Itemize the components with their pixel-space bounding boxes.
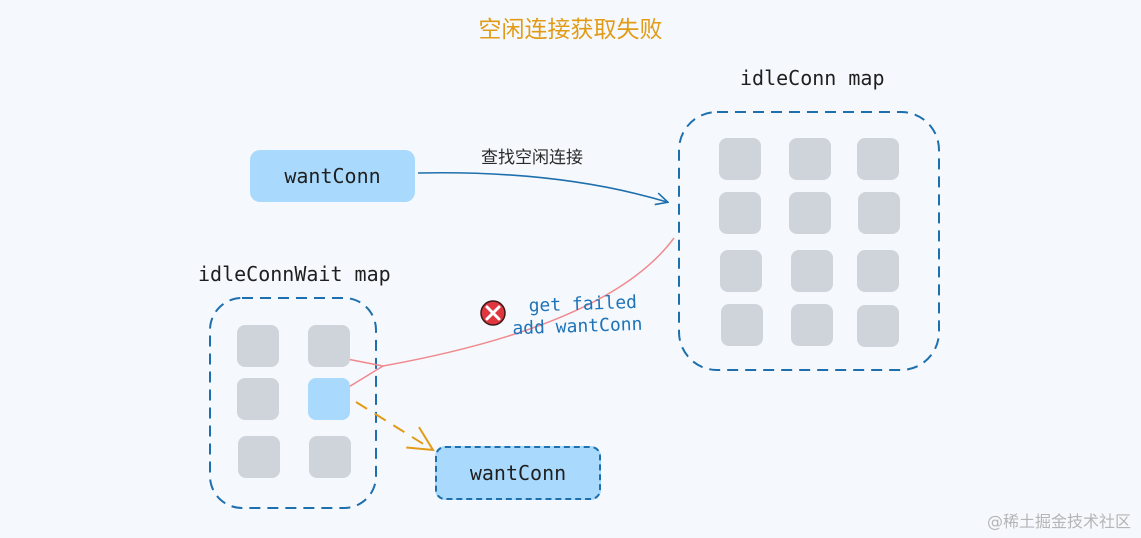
idle-conn-cell (720, 250, 762, 292)
watermark: @稀土掘金技术社区 (986, 512, 1131, 531)
idle-conn-cell (857, 250, 899, 292)
fail-note-line-2: add wantConn (512, 313, 643, 340)
idle-conn-wait-cell (237, 378, 279, 420)
idle-conn-cell (857, 138, 899, 180)
idle-conn-cell (721, 304, 763, 346)
idle-conn-map-container (678, 111, 940, 371)
idle-conn-wait-cell (309, 436, 351, 478)
idle-conn-cell (791, 304, 833, 346)
idle-conn-wait-cell (308, 325, 350, 367)
lookup-edge-label: 查找空闲连接 (481, 148, 583, 168)
lookup-arrow (417, 171, 667, 202)
close-circle-icon (480, 300, 506, 326)
fail-note: get failed add wantConn (511, 292, 643, 341)
idle-conn-map-label: idleConn map (740, 66, 885, 90)
want-conn-node-top: wantConn (250, 150, 415, 202)
want-conn-node-bottom-label: wantConn (469, 461, 567, 485)
idle-conn-wait-map-container (209, 297, 377, 509)
idle-conn-wait-map-label: idleConnWait map (198, 262, 391, 286)
diagram-title: 空闲连接获取失败 (478, 17, 663, 43)
idle-conn-cell (858, 192, 900, 234)
idle-conn-cell (719, 138, 761, 180)
idle-conn-cell (789, 192, 831, 234)
want-conn-node-bottom: wantConn (435, 446, 601, 500)
fail-arrow (383, 237, 675, 366)
idle-conn-cell (719, 192, 761, 234)
idle-conn-wait-cell-active (308, 378, 350, 420)
idle-conn-wait-cell (237, 325, 279, 367)
move-arrow (355, 401, 433, 450)
want-conn-node-top-label: wantConn (284, 164, 381, 188)
idle-conn-cell (857, 305, 899, 347)
idle-conn-wait-cell (238, 436, 280, 478)
idle-conn-cell (791, 250, 833, 292)
idle-conn-cell (789, 138, 831, 180)
